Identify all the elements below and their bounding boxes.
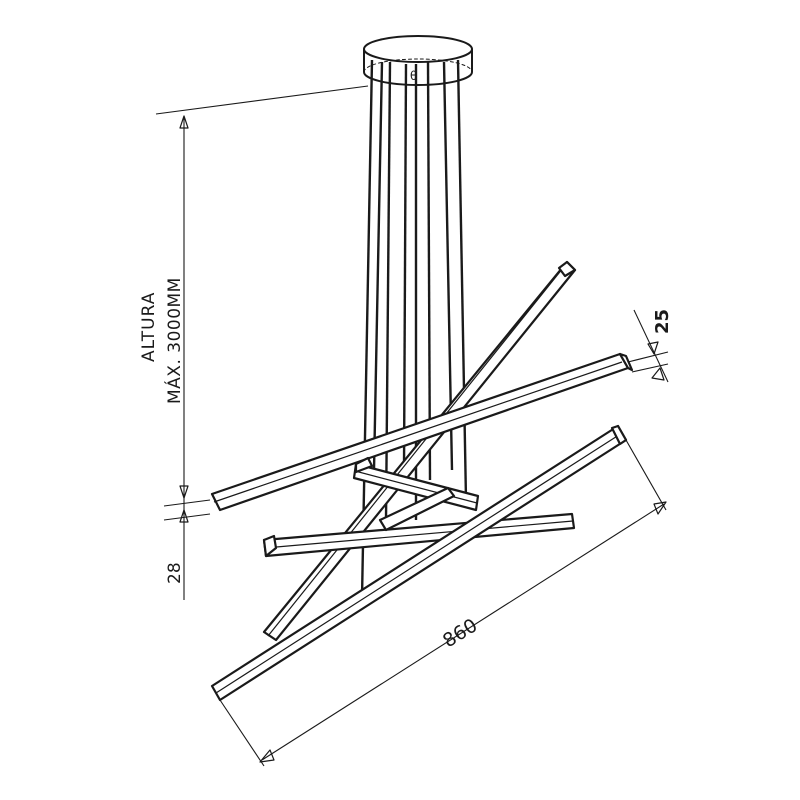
light-bar-lower — [262, 512, 576, 558]
width-dimension: 25 — [627, 309, 673, 383]
height-label-line1: ALTURA — [139, 292, 159, 362]
ceiling-canopy: θ — [363, 35, 473, 86]
light-bar-steep — [262, 260, 577, 642]
thickness-dimension: 28 — [163, 496, 211, 600]
light-bar-connector — [378, 486, 456, 532]
light-bar-upper — [210, 352, 634, 512]
width-label: 25 — [652, 309, 673, 334]
height-label-line2: MÁX. 3000MM — [163, 277, 185, 404]
length-label: 860 — [439, 614, 481, 652]
suspension-cables — [360, 59, 468, 599]
light-bar-front — [210, 424, 628, 702]
thickness-label: 28 — [165, 562, 185, 584]
canopy-screw-symbol: θ — [410, 69, 417, 83]
height-dimension: ALTURA MÁX. 3000MM — [139, 85, 369, 499]
